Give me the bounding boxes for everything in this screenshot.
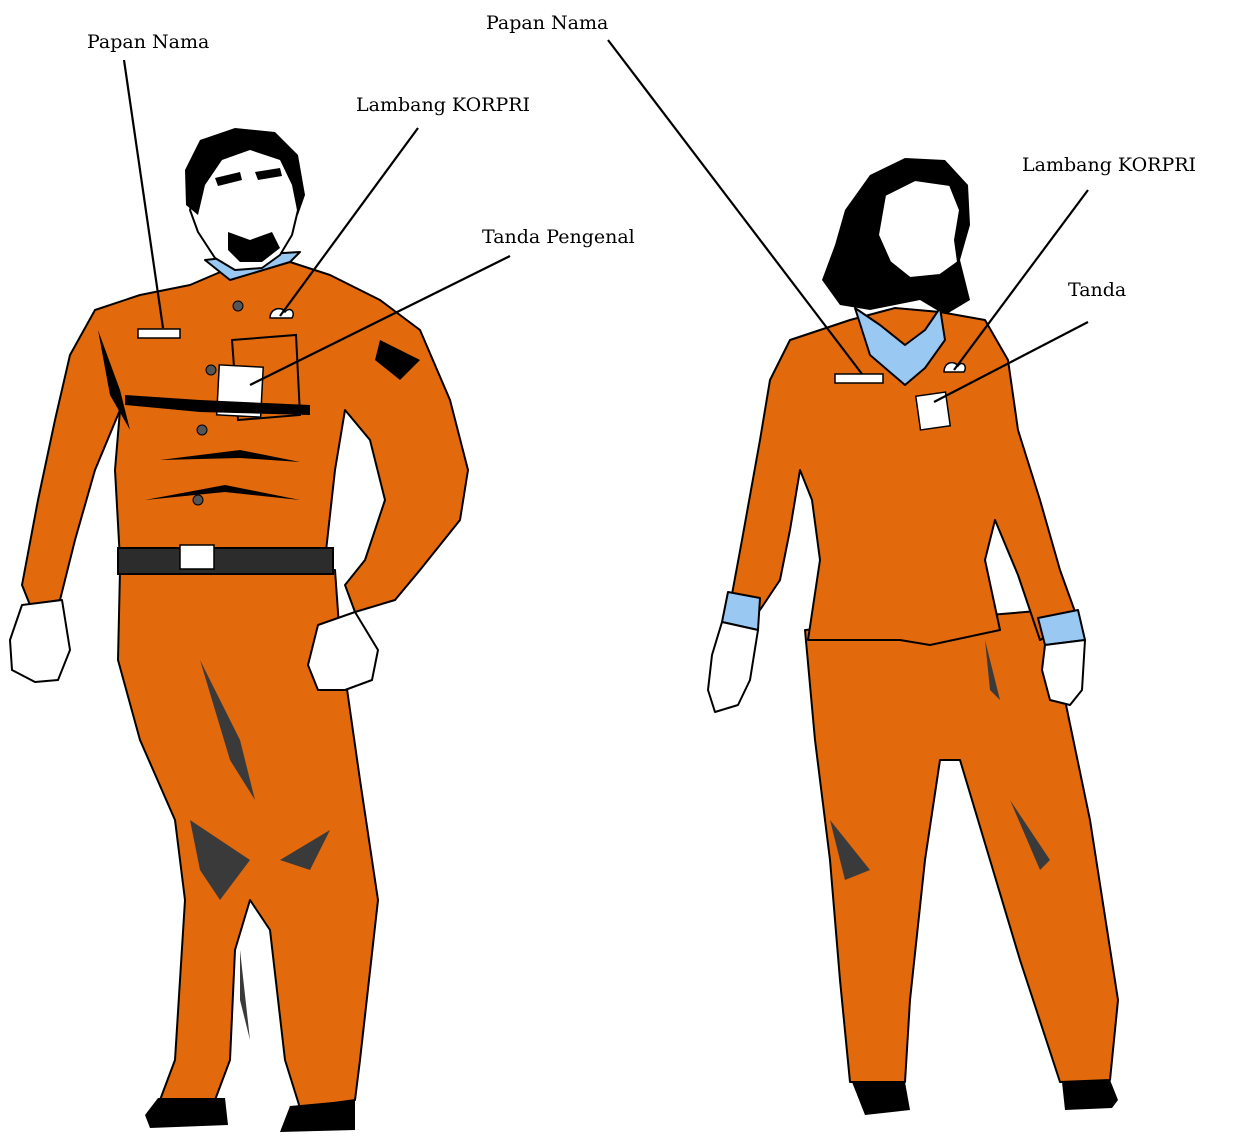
woman-name-plate-label: Papan Nama (486, 12, 608, 34)
male-left-shoe (145, 1098, 228, 1128)
woman-id-tag-label: Tanda (1068, 279, 1126, 301)
female-figure (708, 158, 1118, 1115)
male-left-hand (10, 600, 70, 682)
female-left-hand (708, 622, 758, 712)
male-figure (10, 128, 468, 1132)
male-belt (118, 548, 333, 574)
female-face (878, 180, 960, 278)
woman-name-plate-leader (608, 40, 862, 374)
male-right-shoe (280, 1100, 355, 1132)
man-name-plate-leader (124, 60, 163, 328)
man-id-tag-label: Tanda Pengenal (482, 226, 635, 248)
woman-korpri-label: Lambang KORPRI (1022, 154, 1196, 176)
male-trouser-crease (240, 950, 250, 1040)
female-right-hand (1042, 640, 1085, 705)
female-right-shoe (1062, 1080, 1118, 1110)
female-id-tag (916, 392, 950, 430)
female-left-shoe (852, 1082, 910, 1115)
male-belt-buckle (180, 545, 214, 569)
man-korpri-label: Lambang KORPRI (356, 94, 530, 116)
male-name-plate (138, 329, 180, 338)
female-name-plate (835, 374, 883, 383)
male-button (193, 495, 203, 505)
male-button (206, 365, 216, 375)
male-button (233, 301, 243, 311)
man-name-plate-label: Papan Nama (87, 31, 209, 53)
male-button (197, 425, 207, 435)
